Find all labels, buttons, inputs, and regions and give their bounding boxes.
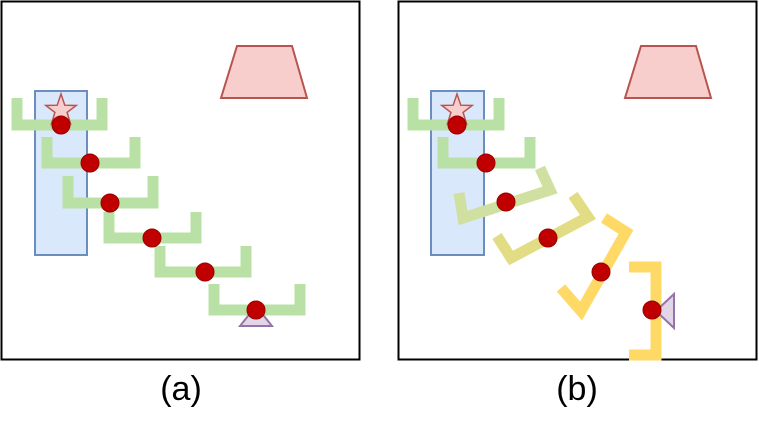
panel-b-region — [430, 90, 485, 256]
panel-b-waypoint — [538, 228, 558, 248]
panel-b-waypoint — [476, 153, 496, 173]
panel-a: (a) — [0, 0, 361, 408]
panel-b-caption: (b) — [556, 370, 598, 408]
panel-a-waypoint — [195, 262, 215, 282]
panel-a-waypoint — [80, 153, 100, 173]
panel-b-waypoint — [496, 192, 516, 212]
panel-a-waypoints — [51, 115, 266, 320]
panel-a-trapezoid-icon — [219, 45, 309, 99]
panel-b: (b) — [397, 0, 758, 408]
panel-a-caption: (a) — [160, 370, 202, 408]
panel-a-waypoint — [142, 228, 162, 248]
panel-b-waypoint — [642, 300, 662, 320]
panel-a-waypoint — [246, 300, 266, 320]
panel-a-waypoint — [51, 115, 71, 135]
panel-b-waypoint — [447, 115, 467, 135]
panel-b-waypoint — [591, 262, 611, 282]
panel-b-triangle-icon — [654, 291, 675, 331]
panel-b-trapezoid-icon — [623, 45, 713, 99]
panel-a-waypoint — [100, 193, 120, 213]
panel-b-waypoints — [447, 115, 662, 320]
